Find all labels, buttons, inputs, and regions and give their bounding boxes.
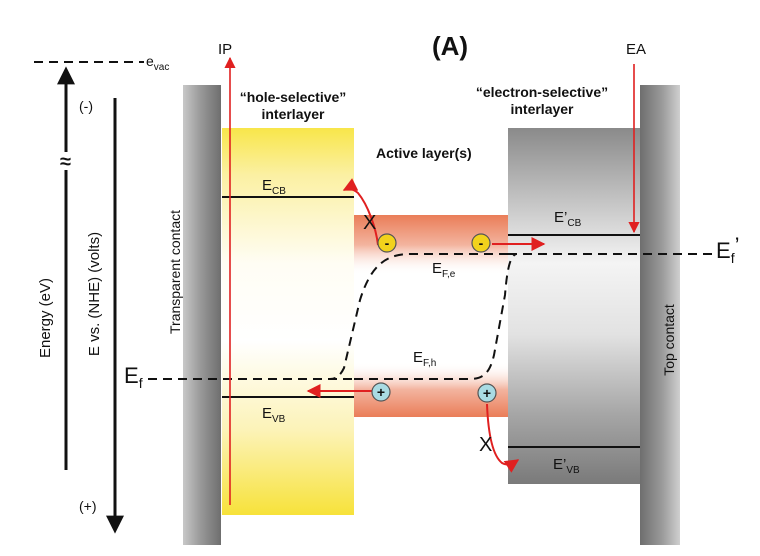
top-contact-label: Top contact bbox=[661, 304, 677, 376]
electron-interlayer-label-line1: “electron-selective” bbox=[476, 84, 608, 100]
transparent-contact bbox=[183, 85, 221, 545]
electron-carrier-left: - bbox=[377, 233, 397, 253]
ecb-prime-label: E’CB bbox=[554, 209, 582, 229]
axis-break-symbol: ≈ bbox=[60, 151, 71, 173]
ip-label: IP bbox=[218, 41, 232, 58]
electron-blocked-arrow bbox=[342, 178, 379, 246]
ecb-label: ECB bbox=[262, 177, 286, 197]
hole-blocked-arrow bbox=[486, 403, 520, 473]
electron-carrier-right: - bbox=[471, 233, 491, 253]
axis-plus-sign: (+) bbox=[79, 498, 97, 514]
svg-text:-: - bbox=[479, 235, 484, 251]
ea-label: EA bbox=[626, 41, 646, 58]
figure-title: (A) bbox=[432, 31, 468, 61]
efe-quasi-fermi-curve bbox=[329, 253, 508, 380]
axis-break-mask bbox=[58, 152, 74, 170]
svg-text:-: - bbox=[385, 235, 390, 251]
ef-prime-label: Ef’ bbox=[716, 233, 739, 266]
hole-carrier-right: + bbox=[477, 383, 497, 403]
hole-selective-interlayer bbox=[222, 128, 354, 515]
efh-quasi-fermi-curve bbox=[354, 253, 517, 380]
evb-label: EVB bbox=[262, 405, 286, 425]
evb-prime-label: E’VB bbox=[553, 456, 580, 476]
transparent-contact-label: Transparent contact bbox=[167, 210, 183, 334]
electron-interlayer-label-line2: interlayer bbox=[510, 101, 574, 117]
top-contact bbox=[640, 85, 680, 545]
hole-interlayer-label-line2: interlayer bbox=[261, 106, 325, 122]
svg-text:+: + bbox=[377, 384, 385, 400]
axis-minus-sign: (-) bbox=[79, 98, 93, 114]
nhe-axis-label: E vs. (NHE) (volts) bbox=[86, 232, 103, 356]
efh-label: EF,h bbox=[413, 349, 436, 369]
svg-text:+: + bbox=[483, 385, 491, 401]
electron-selective-interlayer bbox=[508, 128, 640, 484]
active-layer-label: Active layer(s) bbox=[376, 145, 472, 161]
hole-blocked-x: X bbox=[479, 434, 492, 456]
ef-label: Ef bbox=[124, 363, 143, 391]
energy-axis-label: Energy (eV) bbox=[37, 278, 54, 358]
hole-interlayer-label-line1: “hole-selective” bbox=[240, 89, 347, 105]
efe-label: EF,e bbox=[432, 260, 456, 280]
electron-blocked-x: X bbox=[363, 212, 376, 234]
vacuum-level-label: evac bbox=[146, 53, 169, 73]
hole-carrier-left: + bbox=[371, 382, 391, 402]
